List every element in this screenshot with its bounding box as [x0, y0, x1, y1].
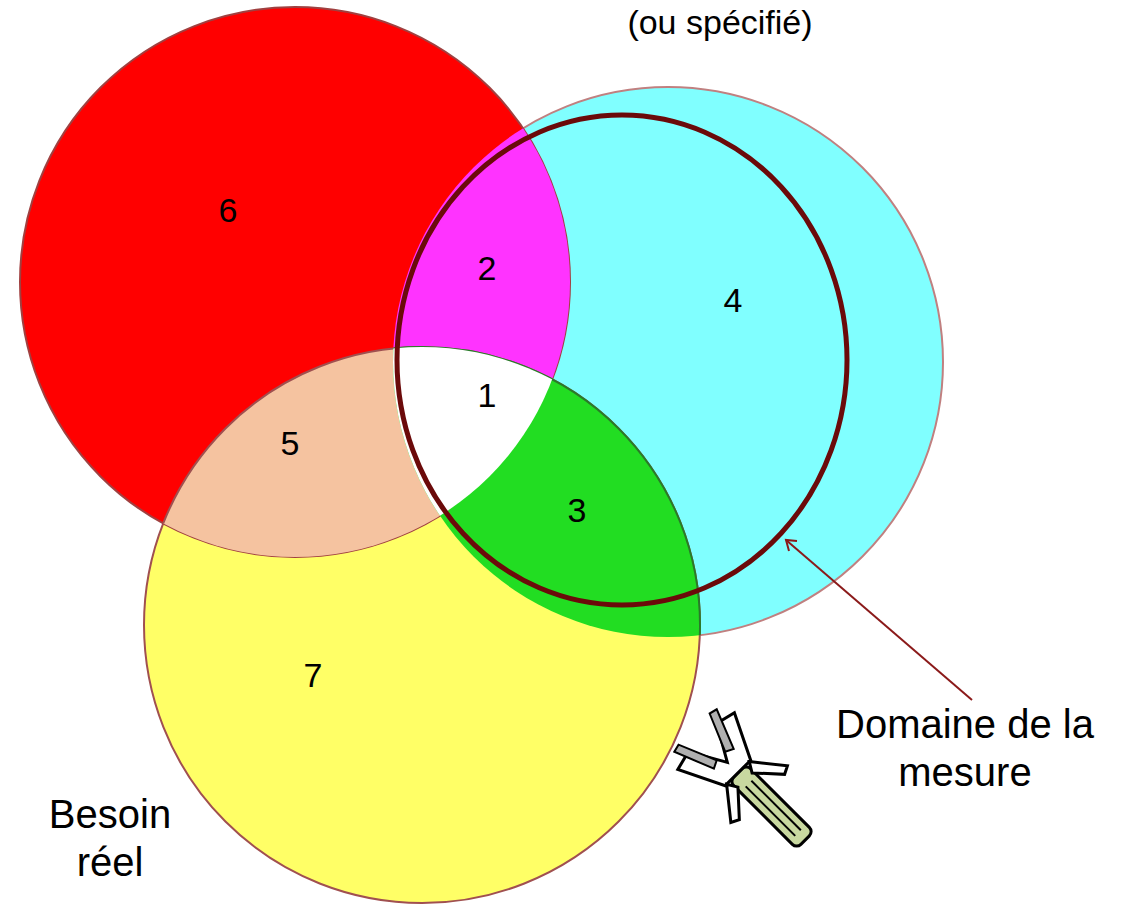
callout-number: 6 [219, 190, 238, 231]
red-yellow-overlap [144, 347, 700, 903]
circle-label: Besoin réel [10, 790, 210, 886]
callout-number: 3 [568, 490, 587, 531]
callout-number: 4 [724, 280, 743, 321]
triple-overlap [144, 347, 700, 903]
cyan-yellow-overlap [144, 347, 700, 903]
leader-arrowhead [786, 540, 797, 551]
caliper-icon [666, 701, 834, 869]
measure-ellipse [397, 115, 847, 605]
callout-number: 7 [304, 655, 323, 696]
callout-number: 5 [281, 423, 300, 464]
callout-number: 1 [478, 375, 497, 416]
yellow-circle [144, 347, 700, 903]
leader-line [786, 540, 972, 700]
callout-label: Domaine de la mesure [795, 700, 1135, 796]
circle-heading: (ou spécifié) [627, 2, 812, 43]
callout-number: 2 [478, 248, 497, 289]
